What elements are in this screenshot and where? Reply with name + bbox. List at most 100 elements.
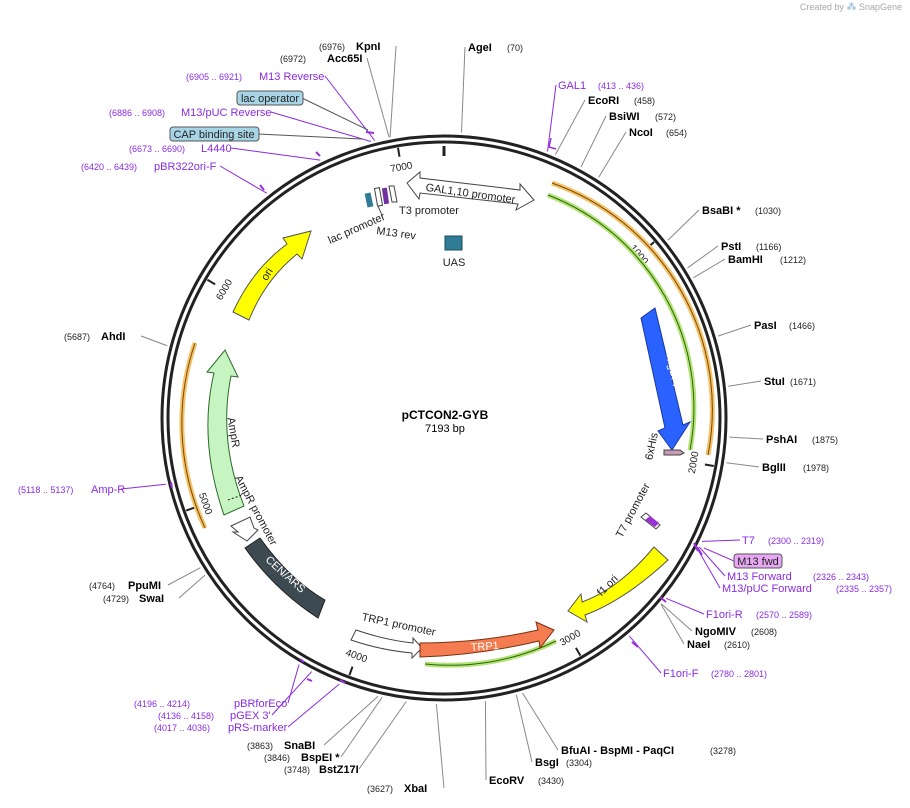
primer-coord: (6886 .. 6908) — [109, 108, 165, 118]
m13-fwd-callout[interactable]: M13 fwd — [703, 547, 783, 569]
primer-coord: (2335 .. 2357) — [836, 584, 892, 594]
primer-name[interactable]: M13/pUC Forward — [722, 583, 812, 595]
tick-label: 7000 — [390, 160, 414, 175]
enzyme-leader-line — [358, 701, 407, 770]
trp1-label: TRP1 — [470, 640, 499, 654]
m13-rev-mark — [388, 185, 398, 203]
gal1-primer-arc — [551, 180, 715, 456]
enzyme-name[interactable]: BstZ17I — [319, 764, 359, 776]
enzyme-leader-line — [178, 574, 206, 599]
feature-arcs — [179, 180, 715, 668]
lac-operator-callout[interactable]: lac operator — [236, 90, 369, 131]
enzyme-name[interactable]: NaeI — [687, 639, 710, 651]
enzyme-coord: (3863) — [247, 741, 273, 751]
site-labels: AgeI(70)EcoRI(458)BsiWI(572)NcoI(654)Bsa… — [18, 41, 892, 795]
enzyme-name[interactable]: XbaI — [404, 783, 427, 795]
enzyme-leader-line — [340, 696, 383, 758]
enzyme-name[interactable]: BsiWI — [609, 111, 640, 123]
t7-promoter-feature[interactable]: T7 promoter — [614, 481, 661, 540]
uas-feature[interactable]: UAS — [443, 235, 466, 269]
enzyme-name[interactable]: SnaBI — [284, 740, 315, 752]
enzyme-leader-line — [717, 324, 752, 337]
primer-name[interactable]: GAL1 — [558, 80, 586, 92]
enzyme-leader-line — [522, 692, 559, 751]
snapgene-logo-icon: ⁂ — [846, 2, 857, 13]
enzyme-name[interactable]: BfuAI - BspMI - PaqCI — [561, 745, 674, 757]
primer-name[interactable]: pGEX 3' — [230, 710, 271, 722]
primer-name[interactable]: M13/pUC Reverse — [181, 107, 271, 119]
enzyme-leader-line — [693, 258, 726, 279]
enzyme-name[interactable]: StuI — [764, 376, 785, 388]
tick-label: 2000 — [687, 450, 702, 474]
ori-feature[interactable]: ori — [232, 230, 312, 321]
enzyme-name[interactable]: KpnI — [356, 41, 380, 53]
6xhis-label: 6xHis — [643, 431, 661, 461]
primer-name[interactable]: F1ori-F — [663, 668, 699, 680]
6xhis-feature[interactable]: 6xHis — [643, 431, 685, 461]
primer-leader-line — [271, 671, 313, 716]
primer-coord: (6673 .. 6690) — [129, 144, 185, 154]
primer-name[interactable]: pBRforEco — [234, 698, 287, 710]
enzyme-name[interactable]: SwaI — [139, 593, 164, 605]
enzyme-leader-line — [554, 99, 586, 155]
primer-name[interactable]: pRS-marker — [228, 722, 288, 734]
enzyme-name[interactable]: AgeI — [468, 42, 492, 54]
enzyme-name[interactable]: PstI — [721, 241, 741, 253]
cap-binding-site-mark — [364, 192, 374, 208]
primer-name[interactable]: pBR322ori-F — [154, 161, 217, 173]
trp1-feature[interactable]: TRP1 — [419, 621, 555, 658]
primer-coord: (6905 .. 6921) — [186, 72, 242, 82]
ampr-promoter-feature[interactable]: AmpR promoter — [230, 473, 279, 548]
t7-promoter-label: T7 promoter — [614, 481, 653, 540]
backbone — [160, 134, 728, 702]
primer-coord: (4196 .. 4214) — [134, 699, 190, 709]
f1-ori-feature[interactable]: f1 ori — [567, 546, 669, 624]
primer-name[interactable]: M13 Reverse — [259, 71, 324, 83]
primer-name[interactable]: Amp-R — [91, 484, 125, 496]
enzyme-name[interactable]: BspEI * — [301, 752, 340, 764]
enzyme-name[interactable]: EcoRI — [588, 95, 619, 107]
enzyme-name[interactable]: BglII — [762, 462, 786, 474]
enzyme-name[interactable]: PasI — [754, 320, 777, 332]
enzyme-name[interactable]: PpuMI — [128, 580, 161, 592]
tick-label: 6000 — [214, 277, 235, 302]
ori-label: ori — [259, 266, 276, 283]
primer-name[interactable]: F1ori-R — [706, 609, 743, 621]
cap-binding-site-callout[interactable]: CAP binding site — [169, 126, 363, 142]
primer-leader-line — [324, 75, 376, 141]
enzyme-coord: (3846) — [264, 753, 290, 763]
enzyme-name[interactable]: BamHI — [728, 254, 763, 266]
enzyme-name[interactable]: NgoMIV — [695, 626, 737, 638]
enzyme-name[interactable]: EcoRV — [489, 775, 525, 787]
enzyme-coord: (70) — [507, 43, 523, 53]
primer-coord: (2326 .. 2343) — [813, 572, 869, 582]
tagbfp-feature[interactable]: TagBFP — [640, 307, 692, 451]
enzyme-leader-line — [435, 703, 445, 789]
enzyme-coord: (6972) — [280, 54, 306, 64]
primer-leader-line — [698, 546, 726, 577]
cen-ars-feature[interactable]: CEN/ARS — [244, 537, 326, 619]
primer-name[interactable]: L4440 — [201, 143, 232, 155]
enzyme-leader-line — [660, 603, 685, 645]
enzyme-coord: (1671) — [790, 377, 816, 387]
primer-name[interactable]: M13 Forward — [727, 571, 792, 583]
primer-marks — [170, 131, 703, 684]
primer-leader-line — [219, 165, 268, 194]
enzyme-leader-line — [484, 700, 487, 781]
enzyme-name[interactable]: PshAI — [766, 434, 797, 446]
enzyme-coord: (2610) — [724, 640, 750, 650]
enzyme-name[interactable]: NcoI — [629, 127, 653, 139]
enzyme-name[interactable]: BsgI — [535, 757, 559, 769]
enzyme-coord: (4729) — [103, 594, 129, 604]
tick-mark — [575, 647, 582, 657]
enzyme-name[interactable]: BsaBI * — [702, 205, 741, 217]
enzyme-name[interactable]: Acc65I — [327, 53, 362, 65]
enzyme-leader-line — [667, 209, 700, 241]
ampr-feature[interactable]: AmpR — [206, 349, 245, 516]
enzyme-name[interactable]: AhdI — [101, 331, 125, 343]
primer-name[interactable]: T7 — [742, 535, 755, 547]
m13-rev-label: M13 rev — [376, 225, 418, 242]
primer-leader-line — [287, 683, 340, 728]
enzyme-coord: (1166) — [756, 242, 781, 252]
